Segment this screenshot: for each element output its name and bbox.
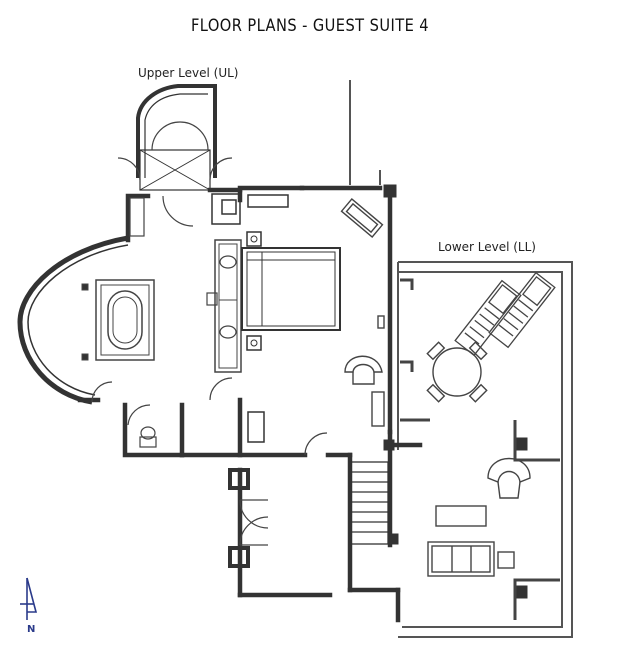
lounge-chair (344, 355, 383, 385)
page-title: FLOOR PLANS - GUEST SUITE 4 (190, 16, 430, 36)
toilet (129, 197, 218, 448)
bathtub (81, 279, 155, 361)
door-swings (91, 121, 328, 546)
bedroom-furniture (340, 198, 385, 427)
columns (228, 184, 528, 599)
sofa-set (427, 505, 515, 577)
sun-loungers (454, 271, 556, 357)
upper-entry (136, 84, 217, 191)
round-table (426, 341, 488, 403)
lower-level-outline (349, 80, 573, 638)
lower-level-label: Lower Level (LL) (438, 240, 536, 254)
vanity-sinks (214, 239, 242, 373)
north-letter: N (27, 624, 36, 635)
upper-level-label: Upper Level (UL) (138, 66, 239, 80)
lower-lounge-chair (487, 457, 531, 499)
closet-unit (211, 193, 289, 225)
staircase (349, 461, 389, 545)
lower-level-walls (400, 278, 560, 620)
bath-bay-wall (17, 235, 129, 405)
walls (77, 185, 423, 623)
north-arrow-icon (20, 577, 38, 620)
bed (241, 231, 341, 351)
